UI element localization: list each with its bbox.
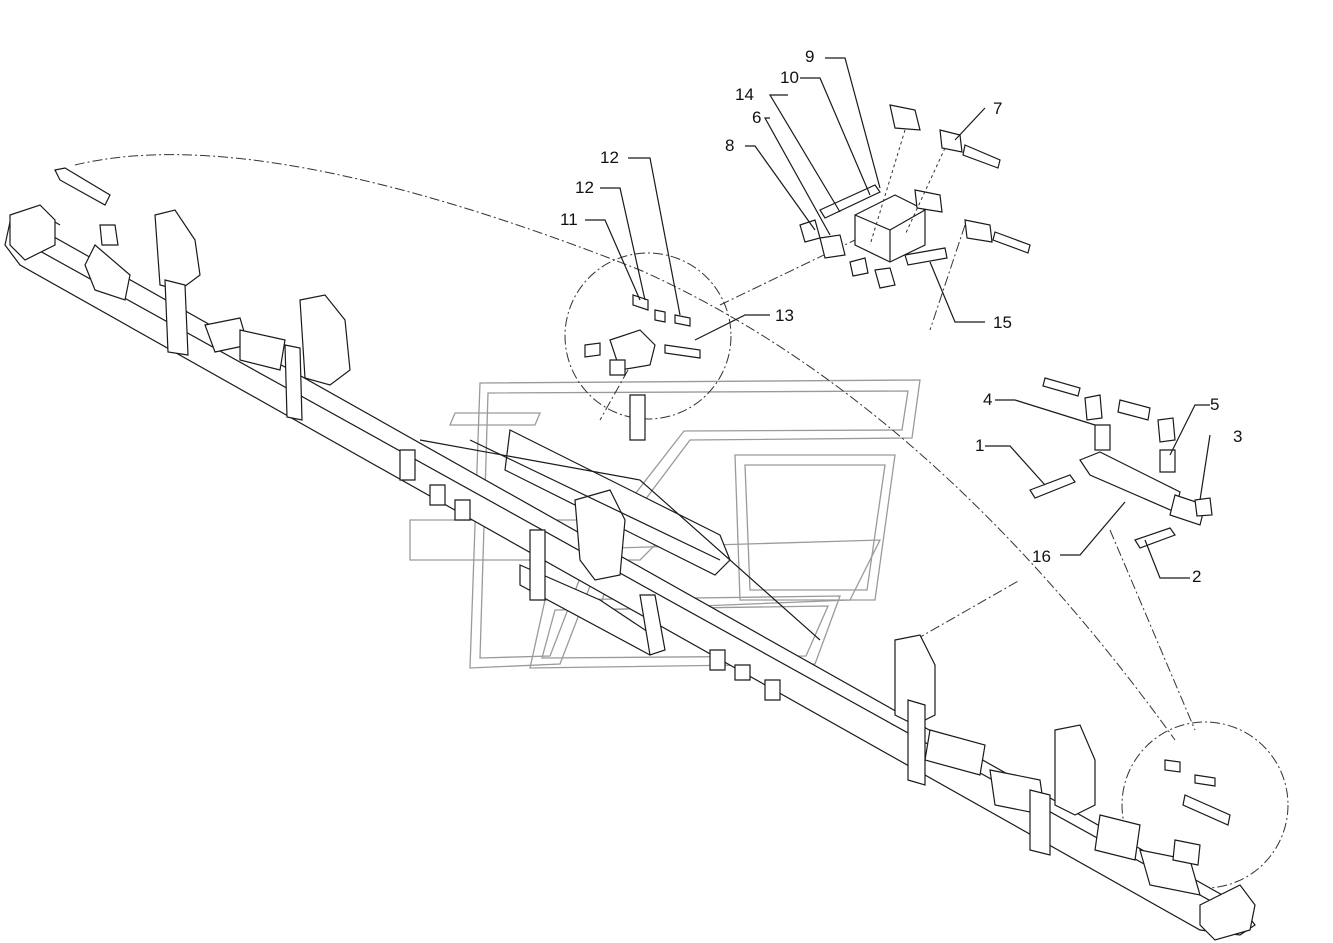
main-frame-beam bbox=[4, 204, 1256, 941]
center-section bbox=[399, 394, 821, 701]
callout-11: 11 bbox=[560, 210, 578, 229]
callout-16: 16 bbox=[1032, 547, 1051, 566]
tube-segments bbox=[84, 244, 1201, 896]
callout-8: 8 bbox=[725, 136, 734, 155]
callout-9: 9 bbox=[805, 47, 814, 66]
detail-links bbox=[74, 154, 1289, 889]
leader-lines bbox=[585, 57, 1211, 579]
callout-5: 5 bbox=[1210, 395, 1219, 414]
callout-10: 10 bbox=[780, 68, 799, 87]
upright-brackets bbox=[154, 209, 1096, 856]
top-left-cylinder bbox=[54, 167, 119, 246]
detail-circle-upper-contents bbox=[584, 294, 701, 376]
hydraulic-cylinder bbox=[1029, 377, 1213, 549]
callout-14: 15 bbox=[993, 313, 1012, 332]
callout-1: 1 bbox=[975, 436, 984, 455]
detail-circle-lower-contents bbox=[1164, 759, 1231, 866]
callout-4: 4 bbox=[983, 390, 992, 409]
callout-3: 3 bbox=[1233, 427, 1242, 446]
callout-2: 2 bbox=[1192, 567, 1201, 586]
callout-15: 14 bbox=[735, 85, 754, 104]
valve-assembly bbox=[799, 104, 1031, 289]
callout-labels: 9 10 14 6 8 7 12 12 11 13 15 4 5 3 1 16 … bbox=[560, 47, 1242, 586]
callout-12-lower: 12 bbox=[575, 178, 594, 197]
callout-12-upper: 12 bbox=[600, 148, 619, 167]
callout-7: 7 bbox=[993, 99, 1002, 118]
callout-6: 6 bbox=[752, 108, 761, 127]
callout-13: 13 bbox=[775, 306, 794, 325]
